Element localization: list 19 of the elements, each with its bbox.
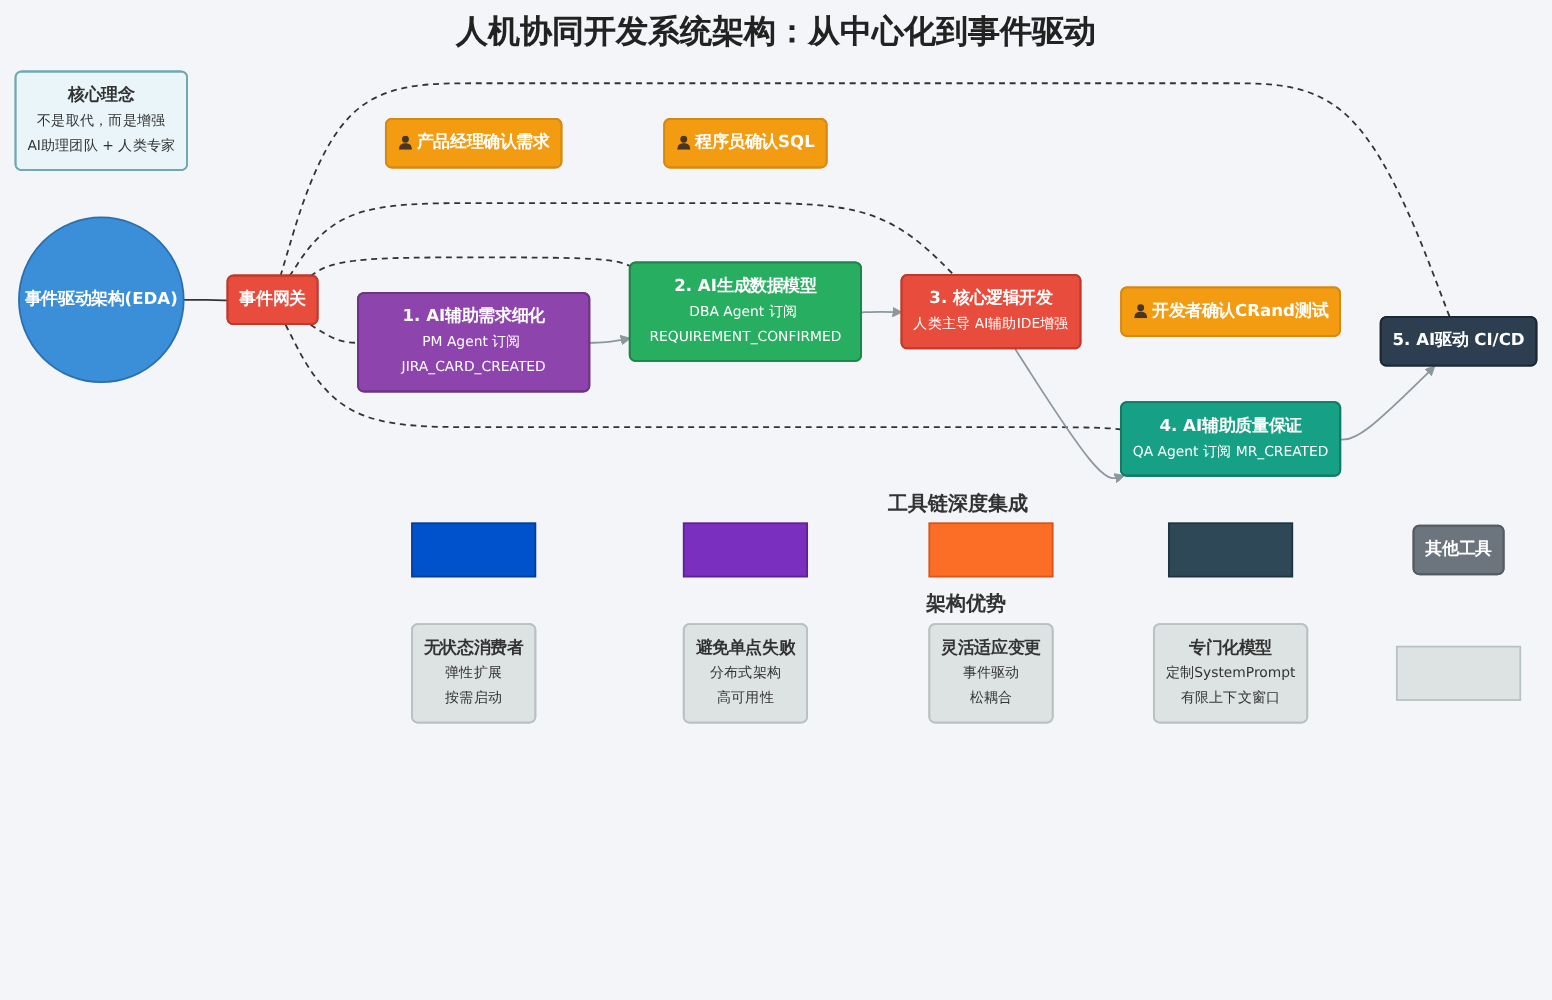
arrow bbox=[589, 334, 631, 346]
connector bbox=[309, 323, 360, 344]
node-box bbox=[682, 522, 808, 578]
arrow bbox=[860, 306, 903, 318]
connector bbox=[284, 323, 1123, 431]
diagram-title: 人机协同开发系统架构：从中心化到事件驱动 bbox=[453, 10, 1098, 54]
node-box bbox=[928, 522, 1054, 578]
section-heading: 工具链深度集成 bbox=[887, 490, 1028, 518]
connector bbox=[309, 256, 632, 277]
connector bbox=[279, 82, 1451, 319]
arrow bbox=[1014, 348, 1125, 484]
node-box bbox=[411, 522, 537, 578]
node-box bbox=[1168, 522, 1294, 578]
connector bbox=[288, 202, 956, 277]
connector bbox=[182, 298, 229, 302]
arrow bbox=[1340, 365, 1436, 441]
section-heading: 架构优势 bbox=[926, 591, 1007, 619]
node-circle: 事件驱动架构(EDA) bbox=[18, 216, 185, 384]
node-box bbox=[1395, 645, 1522, 701]
